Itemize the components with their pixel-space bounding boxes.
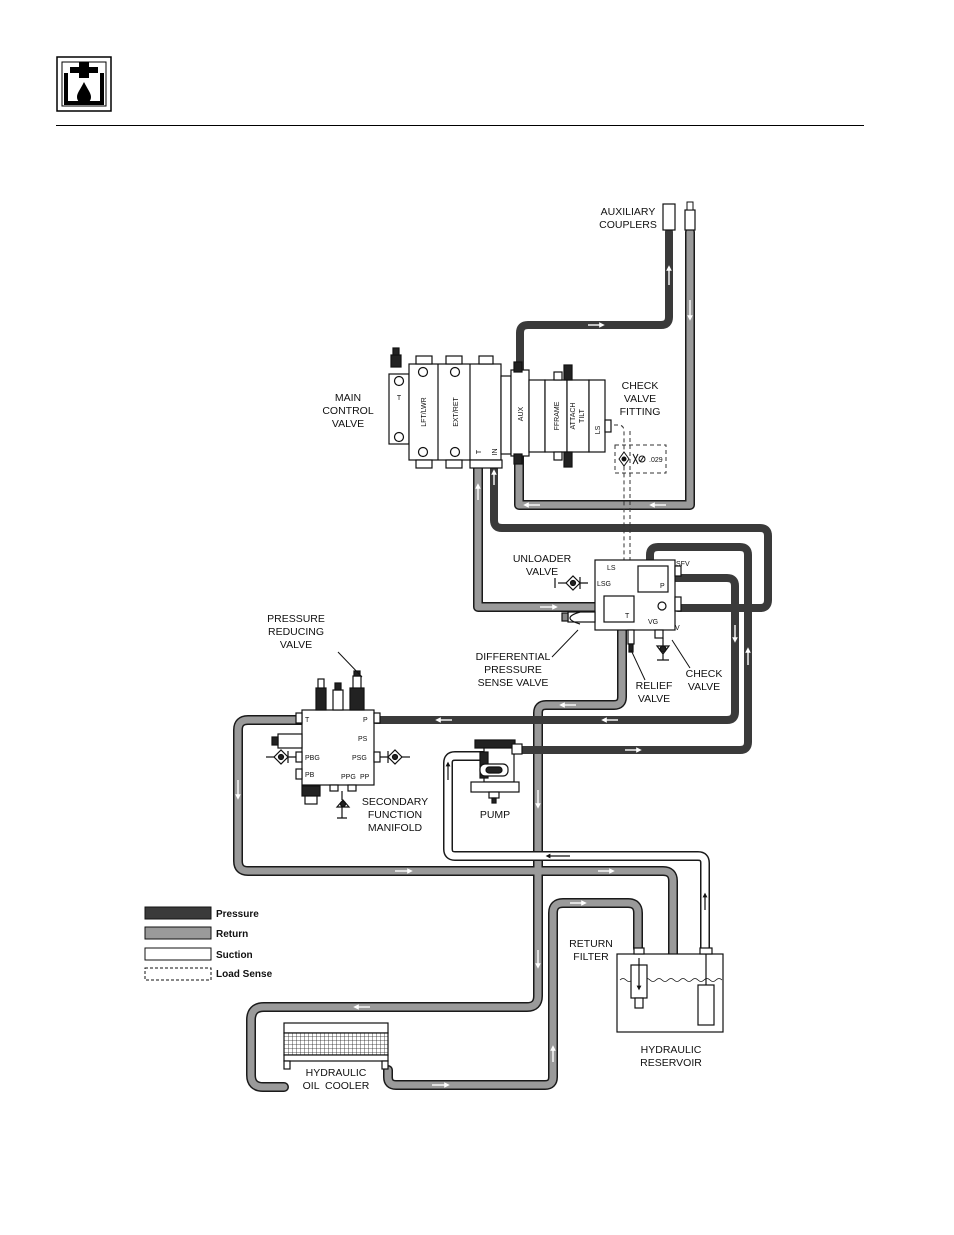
legend: Pressure Return Suction Load Sense [144, 906, 273, 981]
check-valve-label-1: CHECK [686, 668, 723, 680]
hydraulic-oil-drop-icon [56, 56, 112, 112]
unloader-port-v: V [675, 625, 680, 632]
section-attach-label: ATTACH [570, 403, 577, 430]
hydraulic-reservoir-label-1: HYDRAULIC [641, 1044, 702, 1056]
pressure-reducing-valve-label-2: REDUCING [268, 626, 324, 638]
hydraulic-reservoir-label-2: RESERVOIR [640, 1057, 702, 1069]
differential-pressure-sense-valve-label-3: SENSE VALVE [478, 677, 549, 689]
unloader-valve-label-1: UNLOADER [513, 553, 572, 565]
manifold-port-psg: PSG [352, 755, 367, 762]
manifold-port-pp: PP [360, 774, 370, 781]
header-rule [56, 125, 864, 126]
pressure-lines [372, 228, 772, 754]
unloader-port-p: P [660, 583, 665, 590]
legend-label-load-sense: Load Sense [216, 969, 273, 980]
orifice-size-label: .029 [649, 457, 663, 464]
section-t-label: T [397, 395, 402, 402]
section-lft-lwr-label: LFT/LWR [421, 397, 428, 426]
check-valve-fitting-label-1: CHECK [622, 380, 659, 392]
hydraulic-reservoir [616, 947, 724, 1033]
manifold-port-p: P [363, 717, 368, 724]
section-tilt-label: TILT [579, 408, 586, 423]
main-control-valve-label-3: VALVE [332, 418, 364, 430]
unloader-valve-label-2: VALVE [526, 566, 558, 578]
unloader-port-sfv: SFV [676, 561, 690, 568]
flow-arrows [235, 265, 751, 1088]
unloader-port-vg: VG [648, 619, 658, 626]
unloader-port-lsg: LSG [597, 581, 611, 588]
legend-swatch-suction [144, 947, 212, 961]
hydraulic-oil-cooler [283, 1022, 389, 1070]
legend-label-return: Return [216, 929, 248, 940]
pressure-reducing-valve-label-1: PRESSURE [267, 613, 325, 625]
component-labels: AUXILIARY COUPLERS MAIN CONTROL VALVE CH… [267, 206, 722, 1092]
secondary-function-manifold-label-2: FUNCTION [368, 809, 422, 821]
differential-pressure-sense-valve-label-1: DIFFERENTIAL [476, 651, 551, 663]
check-valve-label-2: VALVE [688, 681, 720, 693]
main-control-valve-label-1: MAIN [335, 392, 361, 404]
pump [470, 739, 523, 804]
manifold-port-labels: T P PS PBG PSG PB PPG PP [305, 717, 370, 781]
unloader-port-labels: LS LSG SFV P T VG V [597, 561, 690, 632]
legend-swatch-pressure [144, 906, 212, 920]
legend-swatch-return [144, 926, 212, 940]
relief-valve-label-1: RELIEF [636, 680, 673, 692]
return-filter-label-2: FILTER [573, 951, 609, 963]
port-in-label: IN [492, 449, 499, 456]
check-valve-fitting-label-2: VALVE [624, 393, 656, 405]
secondary-function-manifold-label-1: SECONDARY [362, 796, 428, 808]
manifold-port-ppg: PPG [341, 774, 356, 781]
legend-label-suction: Suction [216, 950, 253, 961]
manifold-port-t: T [305, 717, 310, 724]
main-control-valve [388, 347, 612, 469]
pump-label: PUMP [480, 809, 510, 821]
section-ext-ret-label: EXT/RET [453, 396, 460, 426]
section-fframe-label: FFRAME [554, 401, 561, 430]
leader-lines [337, 629, 691, 681]
load-sense-line [607, 424, 667, 580]
suction-arrows [445, 761, 708, 910]
auxiliary-couplers-label-2: COUPLERS [599, 219, 657, 231]
relief-valve-label-2: VALVE [638, 693, 670, 705]
manifold-port-pb: PB [305, 772, 315, 779]
differential-pressure-sense-valve-label-2: PRESSURE [484, 664, 542, 676]
return-filter-label-1: RETURN [569, 938, 613, 950]
pressure-reducing-valve-label-3: VALVE [280, 639, 312, 651]
auxiliary-couplers-label-1: AUXILIARY [601, 206, 656, 218]
check-valve-fitting-label-3: FITTING [620, 406, 661, 418]
section-ls-label: LS [595, 425, 602, 434]
section-aux-label: AUX [518, 406, 525, 421]
unloader-port-ls: LS [607, 565, 616, 572]
auxiliary-couplers [662, 201, 696, 231]
main-control-valve-label-2: CONTROL [322, 405, 373, 417]
port-t-label: T [476, 449, 483, 454]
secondary-function-manifold [266, 670, 410, 819]
check-valve-fitting: .029 [618, 451, 663, 467]
legend-swatch-load-sense [144, 967, 212, 981]
manifold-port-ps: PS [358, 736, 368, 743]
hydraulic-oil-cooler-label-2: OIL COOLER [303, 1080, 370, 1092]
main-control-valve-section-labels: T LFT/LWR EXT/RET AUX FFRAME ATTACH TILT… [397, 395, 602, 456]
secondary-function-manifold-label-3: MANIFOLD [368, 822, 423, 834]
manifold-port-pbg: PBG [305, 755, 320, 762]
unloader-port-t: T [625, 613, 630, 620]
hydraulic-oil-cooler-label-1: HYDRAULIC [306, 1067, 367, 1079]
legend-label-pressure: Pressure [216, 909, 259, 920]
unloader-valve [554, 559, 682, 661]
